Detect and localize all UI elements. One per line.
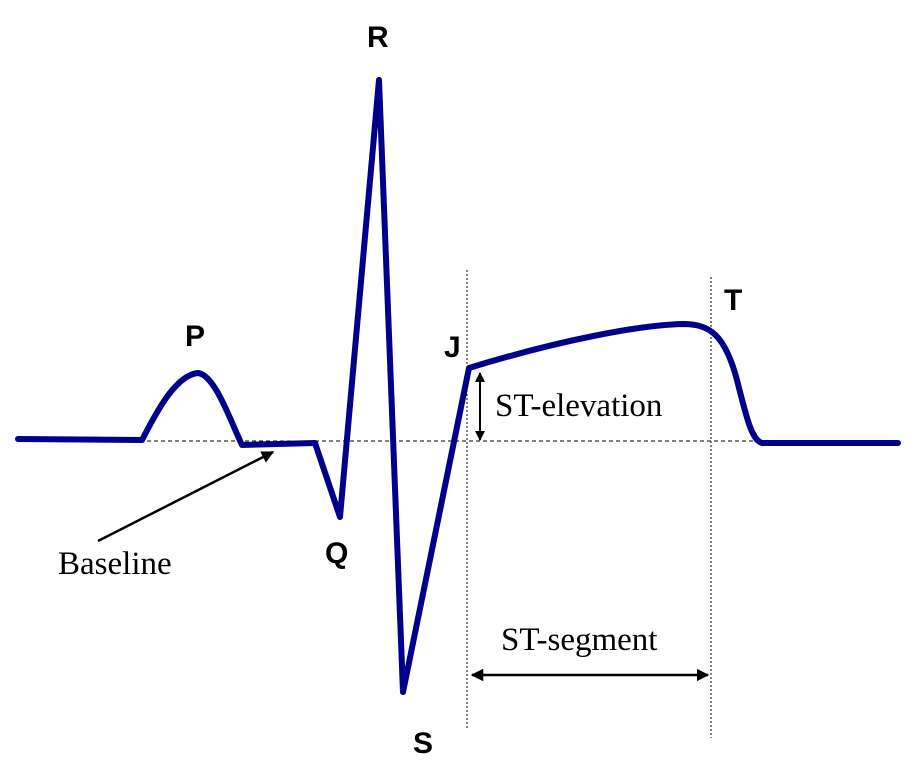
st-segment-label: ST-segment [501, 622, 657, 658]
ecg-trace [15, 77, 901, 695]
p-wave-label: P [185, 320, 205, 353]
baseline-label: Baseline [58, 546, 172, 582]
baseline-pointer-arrow [97, 450, 275, 543]
s-wave-label: S [413, 727, 433, 760]
st-elevation-label: ST-elevation [495, 388, 662, 424]
r-wave-label: R [367, 21, 389, 54]
t-wave-label: T [724, 284, 742, 317]
j-point-label: J [444, 331, 461, 364]
q-wave-label: Q [325, 537, 348, 570]
